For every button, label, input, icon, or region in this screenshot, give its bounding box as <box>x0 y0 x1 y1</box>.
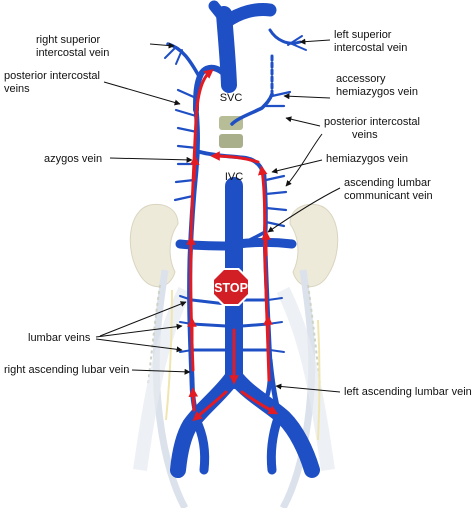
left-ureter <box>279 269 316 508</box>
label-azygos: azygos vein <box>44 153 102 165</box>
leader-hemiazygos-1 <box>271 159 323 174</box>
right-ureter <box>152 269 189 508</box>
label-accessory-hemiazygos-2: hemiazygos vein <box>336 86 418 98</box>
flow-arrow-azygos <box>189 68 214 372</box>
right-internal-iliac <box>191 415 210 475</box>
label-lumbar-veins: lumbar veins <box>28 332 91 344</box>
label-hemiazygos: hemiazygos vein <box>326 153 408 165</box>
label-left-ascending-lumbar: left ascending lumbar vein <box>344 386 472 398</box>
leader-azygos <box>109 156 193 163</box>
leader-posterior-intercostal-left <box>103 81 181 106</box>
label-left-superior-intercostal-1: left superior <box>334 29 392 41</box>
flow-arrow-right-iliac <box>192 390 228 422</box>
leader-left-superior-intercostal <box>299 38 331 45</box>
left-superior-intercostal-vein <box>268 28 302 45</box>
accessory-hemiazygos-vein <box>230 92 274 126</box>
right-renal-vein <box>175 239 235 251</box>
left-internal-iliac <box>266 413 283 475</box>
flow-arrow-hemiazygos-cross <box>210 151 260 164</box>
vein-network <box>164 0 320 478</box>
label-posterior-intercostal-left-1: posterior intercostal <box>4 70 100 82</box>
kidneys-and-ureters <box>129 203 339 508</box>
label-right-ascending-lumbar: right ascending lubar vein <box>4 364 129 376</box>
label-svc: SVC <box>220 92 243 104</box>
leader-right-ascending-lumbar <box>131 368 191 375</box>
flow-arrow-left-iliac <box>240 390 279 415</box>
leader-lumbar-3 <box>99 301 187 337</box>
leader-accessory-hemiazygos <box>283 93 331 100</box>
left-kidney <box>289 203 339 288</box>
right-common-iliac-vein <box>170 370 240 478</box>
label-accessory-hemiazygos-1: accessory <box>336 73 386 85</box>
stop-sign-icon: STOP <box>212 268 250 306</box>
label-ascending-lumbar-communicant-1: ascending lumbar <box>344 177 431 189</box>
label-posterior-intercostal-right-2: veins <box>352 129 378 141</box>
flow-arrow-left-ascending <box>257 165 271 382</box>
leader-right-superior-intercostal <box>149 42 175 49</box>
flow-arrows <box>186 68 279 422</box>
leader-lines <box>95 38 341 393</box>
leader-ascending-lumbar-communicant <box>267 187 341 233</box>
label-posterior-intercostal-right-1: posterior intercostal <box>324 116 420 128</box>
label-ivc: IVC <box>225 171 243 183</box>
left-brachiocephalic <box>219 3 277 29</box>
left-posterior-intercostal-veins <box>264 90 292 228</box>
leader-posterior-intercostal-right <box>285 116 321 127</box>
right-brachiocephalic <box>208 0 228 22</box>
stop-label: STOP <box>214 281 248 295</box>
leader-hemiazygos-2 <box>285 133 323 187</box>
label-posterior-intercostal-left-2: veins <box>4 83 30 95</box>
flow-arrow-azygos-mid-3 <box>189 155 200 182</box>
right-yellow-duct <box>165 289 173 421</box>
leader-lumbar-2 <box>95 338 183 353</box>
label-ascending-lumbar-communicant-2: communicant vein <box>344 190 433 202</box>
label-right-superior-intercostal-2: intercostal vein <box>36 47 109 59</box>
left-psoas-shadow <box>276 286 335 471</box>
labels: right superior intercostal vein left sup… <box>4 29 472 398</box>
left-common-iliac-vein <box>228 370 320 478</box>
right-psoas-shadow <box>133 286 192 471</box>
label-right-superior-intercostal-1: right superior <box>36 34 101 46</box>
leader-left-ascending-lumbar <box>275 383 341 393</box>
left-gonadal-thread <box>307 284 321 386</box>
left-yellow-duct <box>317 319 321 441</box>
leader-lumbar-1 <box>95 323 183 338</box>
right-gonadal-thread <box>147 284 161 386</box>
flow-arrow-right-lower <box>188 387 199 412</box>
label-left-superior-intercostal-2: intercostal vein <box>334 42 407 54</box>
lumbar-veins <box>190 298 272 352</box>
right-kidney <box>129 203 179 288</box>
